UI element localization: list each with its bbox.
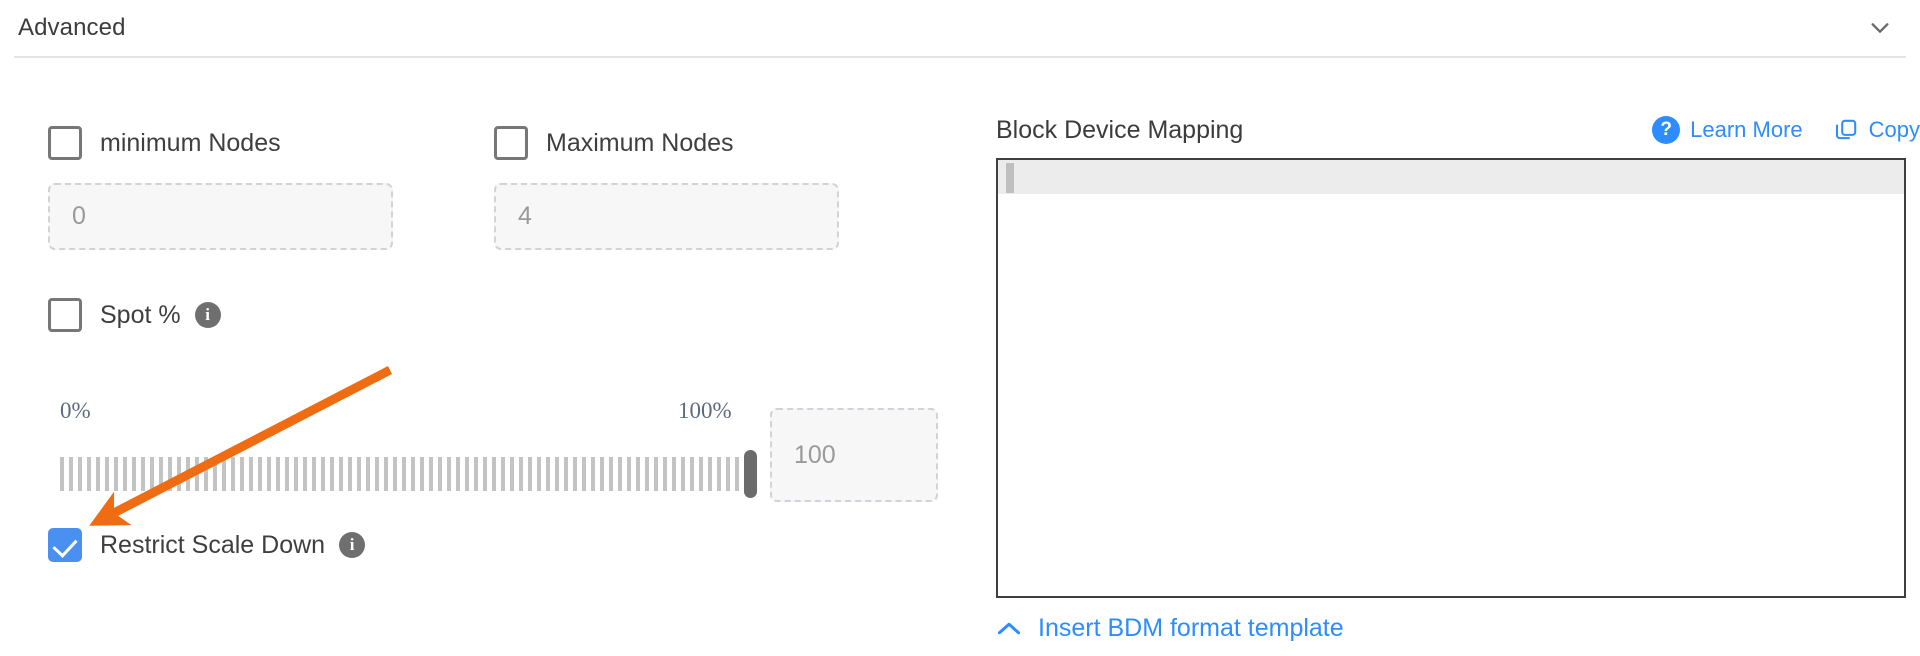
page-title: Advanced <box>18 14 126 41</box>
copy-button[interactable]: Copy <box>1833 117 1920 143</box>
maximum-nodes-checkbox[interactable] <box>494 126 528 160</box>
minimum-nodes-input[interactable]: 0 <box>48 183 393 250</box>
restrict-scale-down-checkbox[interactable] <box>48 528 82 562</box>
right-column: Block Device Mapping ? Learn More Copy <box>996 58 1920 656</box>
slider-thumb[interactable] <box>744 450 757 498</box>
minimum-nodes-row: minimum Nodes <box>48 126 281 160</box>
editor-active-line <box>998 160 1904 194</box>
spot-percent-slider-group: 0% 100% <box>60 398 820 518</box>
spot-percent-row: Spot % i <box>48 298 221 332</box>
slider-min-label: 0% <box>60 398 91 423</box>
restrict-scale-down-label: Restrict Scale Down <box>100 530 326 559</box>
question-circle-icon: ? <box>1652 116 1681 144</box>
insert-bdm-template-link[interactable]: Insert BDM format template <box>996 614 1344 643</box>
learn-more-link[interactable]: ? Learn More <box>1652 116 1803 144</box>
block-device-mapping-actions: ? Learn More Copy <box>1652 116 1920 144</box>
block-device-mapping-header: Block Device Mapping ? Learn More Copy <box>996 112 1920 148</box>
block-device-mapping-editor[interactable] <box>996 158 1906 598</box>
slider-max-label: 100% <box>678 398 732 423</box>
maximum-nodes-input[interactable]: 4 <box>494 183 839 250</box>
section-header: Advanced <box>0 0 1920 56</box>
collapse-section-button[interactable] <box>1858 6 1902 50</box>
maximum-nodes-label: Maximum Nodes <box>546 128 734 157</box>
editor-cursor <box>1006 163 1014 193</box>
learn-more-label: Learn More <box>1690 117 1803 142</box>
header-divider <box>14 56 1906 58</box>
chevron-down-icon <box>1871 23 1889 33</box>
spot-percent-info-icon[interactable]: i <box>194 302 221 328</box>
copy-label: Copy <box>1868 117 1920 142</box>
minimum-nodes-checkbox[interactable] <box>48 126 82 160</box>
minimum-nodes-label: minimum Nodes <box>100 128 281 157</box>
spot-percent-value-input[interactable]: 100 <box>770 408 938 502</box>
spot-percent-slider[interactable] <box>60 450 760 498</box>
block-device-mapping-title: Block Device Mapping <box>996 115 1244 144</box>
spot-percent-label: Spot % <box>100 300 181 329</box>
spot-percent-checkbox[interactable] <box>48 298 82 332</box>
restrict-scale-down-info-icon[interactable]: i <box>339 532 366 558</box>
restrict-scale-down-row: Restrict Scale Down i <box>48 528 366 562</box>
chevron-up-icon <box>997 622 1021 635</box>
maximum-nodes-row: Maximum Nodes <box>494 126 734 160</box>
left-column: minimum Nodes 0 Maximum Nodes 4 Spot % i… <box>0 58 980 656</box>
copy-icon <box>1835 119 1856 140</box>
slider-track <box>60 457 750 491</box>
insert-bdm-template-label: Insert BDM format template <box>1038 614 1344 642</box>
